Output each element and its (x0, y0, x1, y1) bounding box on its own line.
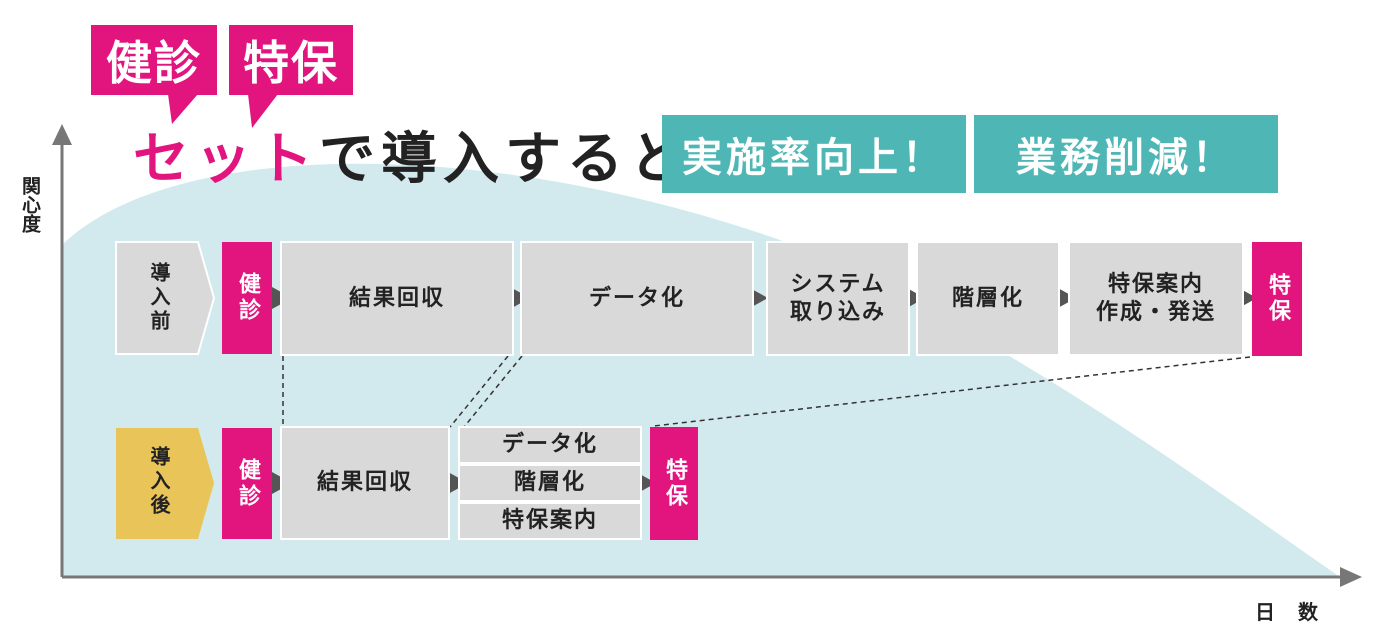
after-label-shape (116, 428, 214, 539)
benefit-rate-up: 実施率向上！ (662, 115, 966, 193)
after-step-digitize: データ化 (458, 426, 642, 464)
y-axis-label: 関心度 (19, 176, 41, 233)
headline-rest: で導入すると (319, 127, 691, 192)
before-kenshin-box: 健診 (222, 242, 272, 354)
headline-highlight: セット (133, 127, 319, 192)
before-step-digitize: データ化 (520, 241, 754, 356)
before-label: 導入前 (147, 262, 171, 334)
x-axis-label: 日 数 (1255, 600, 1326, 624)
x-axis-arrow-icon (1340, 567, 1362, 587)
before-tokuho-box: 特保 (1252, 242, 1302, 356)
after-kenshin-box: 健診 (222, 428, 272, 539)
y-axis-arrow-icon (52, 124, 72, 145)
after-label: 導入後 (147, 446, 171, 518)
flow-arrow-icon (1056, 287, 1076, 309)
tokuho-tag: 特保 (229, 25, 353, 95)
before-step-result-collection: 結果回収 (280, 241, 514, 356)
after-step-result-collection: 結果回収 (280, 426, 450, 540)
headline: セットで導入すると (133, 128, 691, 192)
tokuho-tag-pointer (248, 94, 278, 128)
after-step-guide: 特保案内 (458, 502, 642, 540)
kenshin-tag-pointer (168, 94, 198, 124)
after-tokuho-box: 特保 (650, 427, 698, 540)
before-step-guide-send: 特保案内 作成・発送 (1068, 241, 1244, 356)
before-label-shape (115, 241, 216, 355)
benefit-work-reduction: 業務削減！ (974, 115, 1278, 193)
before-step-stratify: 階層化 (916, 241, 1060, 356)
flow-arrow-icon (905, 287, 925, 309)
before-step-system-import: システム 取り込み (766, 241, 910, 356)
after-step-stratify: 階層化 (458, 464, 642, 502)
kenshin-tag: 健診 (91, 25, 217, 95)
